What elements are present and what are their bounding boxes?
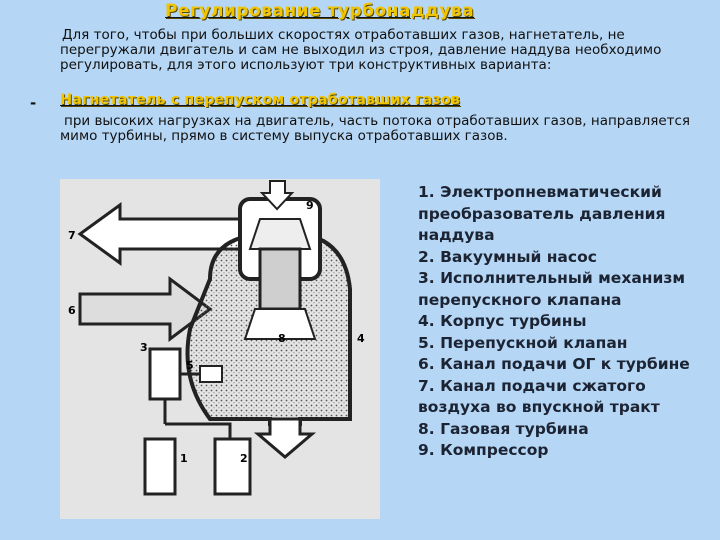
legend-item-3: 3. Исполнительный механизм перепускного … — [418, 269, 686, 309]
legend-item-9: 9. Компрессор — [418, 441, 549, 459]
wastegate-valve — [199, 365, 223, 383]
legend-item-2: 2. Вакуумный насос — [418, 247, 597, 266]
callout-6: 6 — [68, 304, 76, 317]
diagram-legend: 1. Электропневматический преобразователь… — [418, 182, 713, 462]
wastegate-actuator — [148, 347, 182, 401]
legend-item-1: 1. Электропневматический преобразователь… — [418, 183, 666, 244]
legend-item-7: 7. Канал подачи сжатого воздуха во впуск… — [418, 376, 660, 417]
section-paragraph: при высоких нагрузках на двигатель, част… — [60, 113, 691, 144]
bullet-marker: - — [30, 94, 37, 112]
callout-4: 4 — [357, 332, 365, 345]
compressor-wheel — [248, 218, 312, 250]
shaft-housing — [258, 247, 302, 311]
legend-item-4: 4. Корпус турбины — [418, 312, 587, 330]
callout-9: 9 — [306, 199, 314, 212]
callout-7: 7 — [68, 229, 76, 242]
turbocharger-diagram: 1 2 3 4 5 6 7 8 9 — [60, 179, 380, 519]
section-subtitle: Нагнетатель с перепуском отработавших га… — [60, 92, 460, 108]
intro-text: Для того, чтобы при больших скоростях от… — [60, 27, 662, 73]
legend-item-6: 6. Канал подачи ОГ к турбине — [418, 355, 690, 373]
callout-3: 3 — [140, 341, 148, 354]
air-inlet-arrow — [259, 180, 295, 211]
callout-8: 8 — [278, 332, 286, 345]
exhaust-outlet-arrow — [253, 417, 317, 459]
callout-5: 5 — [186, 359, 194, 372]
transducer-body — [143, 437, 177, 496]
turbine-wheel — [243, 308, 317, 340]
callout-1: 1 — [180, 452, 188, 465]
turbocharger-diagram-svg: 1 2 3 4 5 6 7 8 9 — [68, 180, 365, 496]
control-lines — [158, 399, 232, 459]
callout-2: 2 — [240, 452, 248, 465]
vacuum-pump-body — [213, 437, 252, 496]
legend-item-8: 8. Газовая турбина — [418, 419, 589, 438]
slide-title: Регулирование турбонаддува — [165, 1, 475, 21]
legend-item-5: 5. Перепускной клапан — [418, 333, 628, 352]
